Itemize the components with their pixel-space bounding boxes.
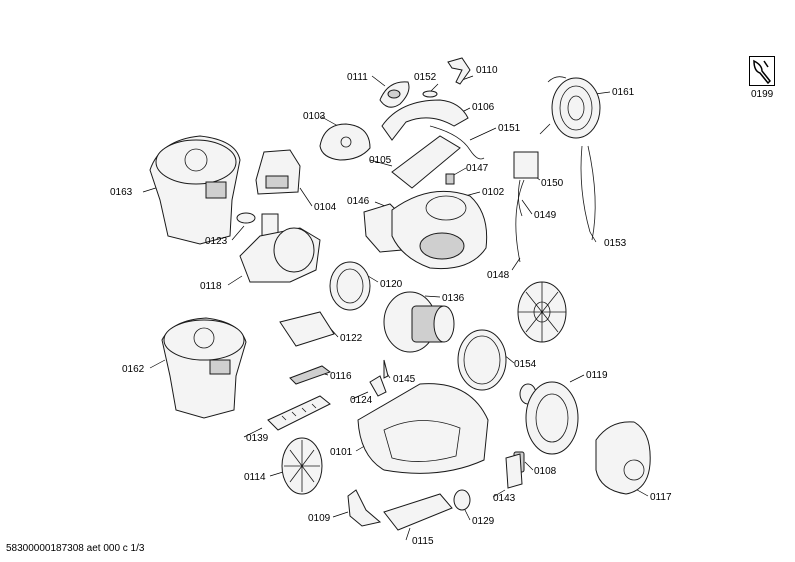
part-0118-filter-housing [239, 213, 321, 283]
part-0143-filter-pad [505, 453, 523, 489]
label-0120: 0120 [380, 279, 403, 290]
part-0119-fan-disc [519, 381, 579, 455]
part-0110-latch [447, 57, 471, 85]
part-0111-handle-cap [379, 81, 410, 108]
part-0139-hepa-filter [267, 395, 331, 431]
part-0122-gasket [279, 311, 335, 347]
part-0150-terminal-block [513, 151, 539, 179]
part-0151-cable [429, 125, 485, 160]
part-0147-switch [445, 173, 455, 185]
part-0120-motor-seal-ring [329, 261, 371, 311]
label-0149: 0149 [534, 210, 557, 221]
part-0104-cyclone-insert [255, 149, 301, 195]
part-0109-brush-nozzle [347, 489, 382, 527]
part-0105-bracket [391, 135, 461, 189]
tool-wrench-icon [749, 56, 775, 86]
label-0123: 0123 [205, 236, 228, 247]
label-0109: 0109 [308, 513, 331, 524]
part-0102-top-housing [391, 190, 488, 270]
label-0152: 0152 [414, 72, 437, 83]
label-0110: 0110 [476, 65, 498, 76]
part-0106-carry-handle [381, 99, 469, 141]
part-0123-seal-ring [236, 212, 256, 224]
part-0129-knob [453, 489, 471, 511]
label-0199: 0199 [751, 89, 774, 100]
label-0119: 0119 [586, 370, 608, 381]
part-0162-dust-container [161, 317, 247, 419]
label-0136: 0136 [442, 293, 465, 304]
part-0116-filter-strip [289, 365, 332, 385]
part-0163-dust-container [149, 135, 241, 245]
part-0136-motor [383, 291, 455, 353]
document-id: 58300000187308 aet 000 c 1/3 [6, 543, 145, 554]
label-0106: 0106 [472, 102, 495, 113]
label-0122: 0122 [340, 333, 363, 344]
label-0148: 0148 [487, 270, 510, 281]
part-0103-filter-cover [319, 123, 371, 161]
part-0149-cable [518, 179, 523, 217]
label-0146: 0146 [347, 196, 370, 207]
part-0154-ring [457, 329, 507, 391]
label-0116: 0116 [330, 371, 352, 382]
part-0117-motor-housing [595, 421, 651, 495]
label-0118: 0118 [200, 281, 222, 292]
label-0114: 0114 [244, 472, 266, 483]
label-0154: 0154 [514, 359, 537, 370]
label-0145: 0145 [393, 374, 416, 385]
label-0108: 0108 [534, 466, 557, 477]
label-0153: 0153 [604, 238, 627, 249]
label-0143: 0143 [493, 493, 516, 504]
label-0139: 0139 [246, 433, 269, 444]
part-0145-spring [383, 359, 389, 379]
label-0150: 0150 [541, 178, 564, 189]
label-0115: 0115 [412, 536, 434, 547]
label-0117: 0117 [650, 492, 672, 503]
part-0161-cable-reel [539, 76, 601, 139]
part-0101-base-housing [357, 383, 489, 474]
label-0102: 0102 [482, 187, 505, 198]
label-0124: 0124 [350, 395, 373, 406]
part-exhaust-grille [517, 281, 567, 343]
part-0148-cable [515, 179, 525, 263]
label-0101: 0101 [330, 447, 353, 458]
label-0147: 0147 [466, 163, 489, 174]
label-0111: 0111 [347, 72, 368, 83]
part-0124-lock [369, 375, 387, 397]
label-0103: 0103 [303, 111, 326, 122]
label-0105: 0105 [369, 155, 392, 166]
label-0104: 0104 [314, 202, 337, 213]
label-0161: 0161 [612, 87, 635, 98]
label-0129: 0129 [472, 516, 495, 527]
label-0151: 0151 [498, 123, 521, 134]
part-0153-cable [580, 145, 596, 241]
part-0152-washer [422, 90, 438, 98]
part-0114-wheel [281, 437, 323, 495]
label-0162: 0162 [122, 364, 145, 375]
part-0115-cover-plate [383, 493, 453, 531]
label-0163: 0163 [110, 187, 133, 198]
